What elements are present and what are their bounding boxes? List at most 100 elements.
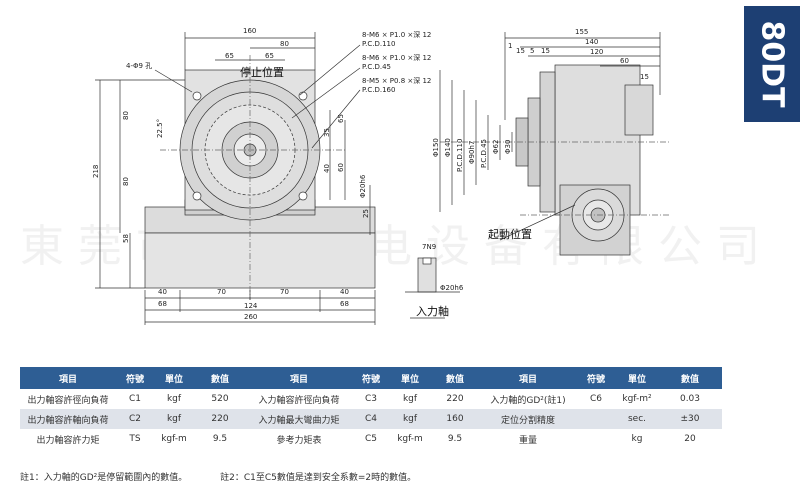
callout-3b: P.C.D.160 — [362, 86, 396, 94]
dim-260: 260 — [244, 313, 258, 321]
dim-25-v: 25 — [362, 209, 370, 218]
dim-120: 120 — [590, 48, 604, 56]
callout-2b: P.C.D.45 — [362, 63, 391, 71]
dim-80-lower: 80 — [122, 177, 130, 186]
cell: 參考力矩表 — [246, 429, 352, 449]
header-symbol-3: 符號 — [576, 367, 616, 389]
dim-60: 60 — [620, 57, 629, 65]
header-item-3: 項目 — [480, 367, 576, 389]
dim-15-a: 15 — [516, 47, 525, 55]
cell: ±30 — [658, 409, 722, 429]
dim-65-left: 65 — [225, 52, 234, 60]
header-item-2: 項目 — [246, 367, 352, 389]
cell: kgf — [390, 409, 430, 429]
cell: 入力軸最大彎曲力矩 — [246, 409, 352, 429]
dim-35: 35 — [323, 128, 331, 137]
callout-1a: 8-M6 × P1.0 ×深 12 — [362, 31, 432, 39]
dim-5: 5 — [530, 47, 535, 55]
cell: 0.03 — [658, 389, 722, 409]
dia-140: Φ140 — [444, 138, 452, 157]
cell: C4 — [352, 409, 390, 429]
cell: 定位分割精度 — [480, 409, 576, 429]
dim-65-v: 65 — [337, 114, 345, 123]
dia-62: Φ62 — [492, 139, 500, 154]
cell: kgf — [390, 389, 430, 409]
dim-80-upper: 80 — [122, 111, 130, 120]
input-shaft-dia: Φ20h6 — [440, 284, 464, 292]
cell: C5 — [352, 429, 390, 449]
dim-155: 155 — [575, 28, 589, 36]
cell: 出力軸容許力矩 — [20, 429, 116, 449]
keyway-label: 7N9 — [422, 243, 437, 251]
cell: 20 — [658, 429, 722, 449]
cell — [576, 409, 616, 429]
callout-1b: P.C.D.110 — [362, 40, 396, 48]
cell: 160 — [430, 409, 480, 429]
cell — [576, 429, 616, 449]
cell: C2 — [116, 409, 154, 429]
dim-65-right: 65 — [265, 52, 274, 60]
dim-218: 218 — [92, 164, 100, 178]
start-position-label: 起動位置 — [488, 228, 532, 241]
header-unit-3: 單位 — [616, 367, 658, 389]
drawing-svg — [95, 32, 670, 325]
cell: 520 — [194, 389, 246, 409]
model-tab: 80DT — [744, 6, 800, 122]
cell: kgf — [154, 389, 194, 409]
header-symbol-2: 符號 — [352, 367, 390, 389]
callout-3a: 8-M5 × P0.8 ×深 12 — [362, 77, 432, 85]
dim-15-b: 15 — [541, 47, 550, 55]
cell: kg — [616, 429, 658, 449]
dim-140: 140 — [585, 38, 599, 46]
cell: kgf — [154, 409, 194, 429]
dia-90h7: Φ90h7 — [468, 140, 476, 164]
dim-68-b: 68 — [340, 300, 349, 308]
cell: 220 — [194, 409, 246, 429]
dim-15-c: 15 — [640, 73, 649, 81]
dia-150: Φ150 — [432, 138, 440, 157]
dim-40-a: 40 — [158, 288, 167, 296]
stop-position-label: 停止位置 — [240, 66, 284, 79]
header-value-1: 數值 — [194, 367, 246, 389]
dim-80: 80 — [280, 40, 289, 48]
table-row: 出力軸容許軸向負荷 C2 kgf 220 入力軸最大彎曲力矩 C4 kgf 16… — [20, 409, 722, 429]
cell: kgf-m — [154, 429, 194, 449]
cell: C3 — [352, 389, 390, 409]
callout-2a: 8-M6 × P1.0 ×深 12 — [362, 54, 432, 62]
dim-124: 124 — [244, 302, 258, 310]
cell: C1 — [116, 389, 154, 409]
cell: 220 — [430, 389, 480, 409]
footnotes: 註1：入力軸的GD²是停留範圍內的數值。 註2：C1至C5數值是達到安全系數=2… — [20, 470, 446, 483]
dim-40-b: 40 — [340, 288, 349, 296]
cell: 9.5 — [194, 429, 246, 449]
dim-70-b: 70 — [280, 288, 289, 296]
note-2: 註2：C1至C5數值是達到安全系數=2時的數值。 — [220, 473, 417, 483]
model-label: 80DT — [754, 20, 790, 108]
cell: C6 — [576, 389, 616, 409]
header-value-3: 數值 — [658, 367, 722, 389]
table-header-row: 項目 符號 單位 數值 項目 符號 單位 數值 項目 符號 單位 數值 — [20, 367, 722, 389]
dia-30: Φ30 — [504, 139, 512, 154]
table-row: 出力軸容許力矩 TS kgf-m 9.5 參考力矩表 C5 kgf-m 9.5 … — [20, 429, 722, 449]
dim-1: 1 — [508, 42, 513, 50]
technical-drawing: 160 80 65 65 4-Φ9 孔 停止位置 22.5° 80 80 218… — [92, 28, 670, 325]
dim-40-v: 40 — [323, 164, 331, 173]
cell: 9.5 — [430, 429, 480, 449]
cell: 入力軸的GD²(註1) — [480, 389, 576, 409]
header-unit-2: 單位 — [390, 367, 430, 389]
spec-table: 項目 符號 單位 數值 項目 符號 單位 數值 項目 符號 單位 數值 出力軸容… — [20, 367, 722, 449]
dim-68-a: 68 — [158, 300, 167, 308]
header-value-2: 數值 — [430, 367, 480, 389]
cell: sec. — [616, 409, 658, 429]
dim-70-a: 70 — [217, 288, 226, 296]
note-1: 註1：入力軸的GD²是停留範圍內的數值。 — [20, 473, 188, 483]
cell: TS — [116, 429, 154, 449]
input-shaft-label: 入力軸 — [416, 305, 449, 318]
pcd-110: P.C.D.110 — [456, 138, 464, 172]
cell: kgf-m² — [616, 389, 658, 409]
dim-58: 58 — [122, 234, 130, 243]
dim-60-v: 60 — [337, 163, 345, 172]
shaft-dia-label: Φ20h6 — [359, 174, 367, 198]
header-item-1: 項目 — [20, 367, 116, 389]
cell: 入力軸容許徑向負荷 — [246, 389, 352, 409]
